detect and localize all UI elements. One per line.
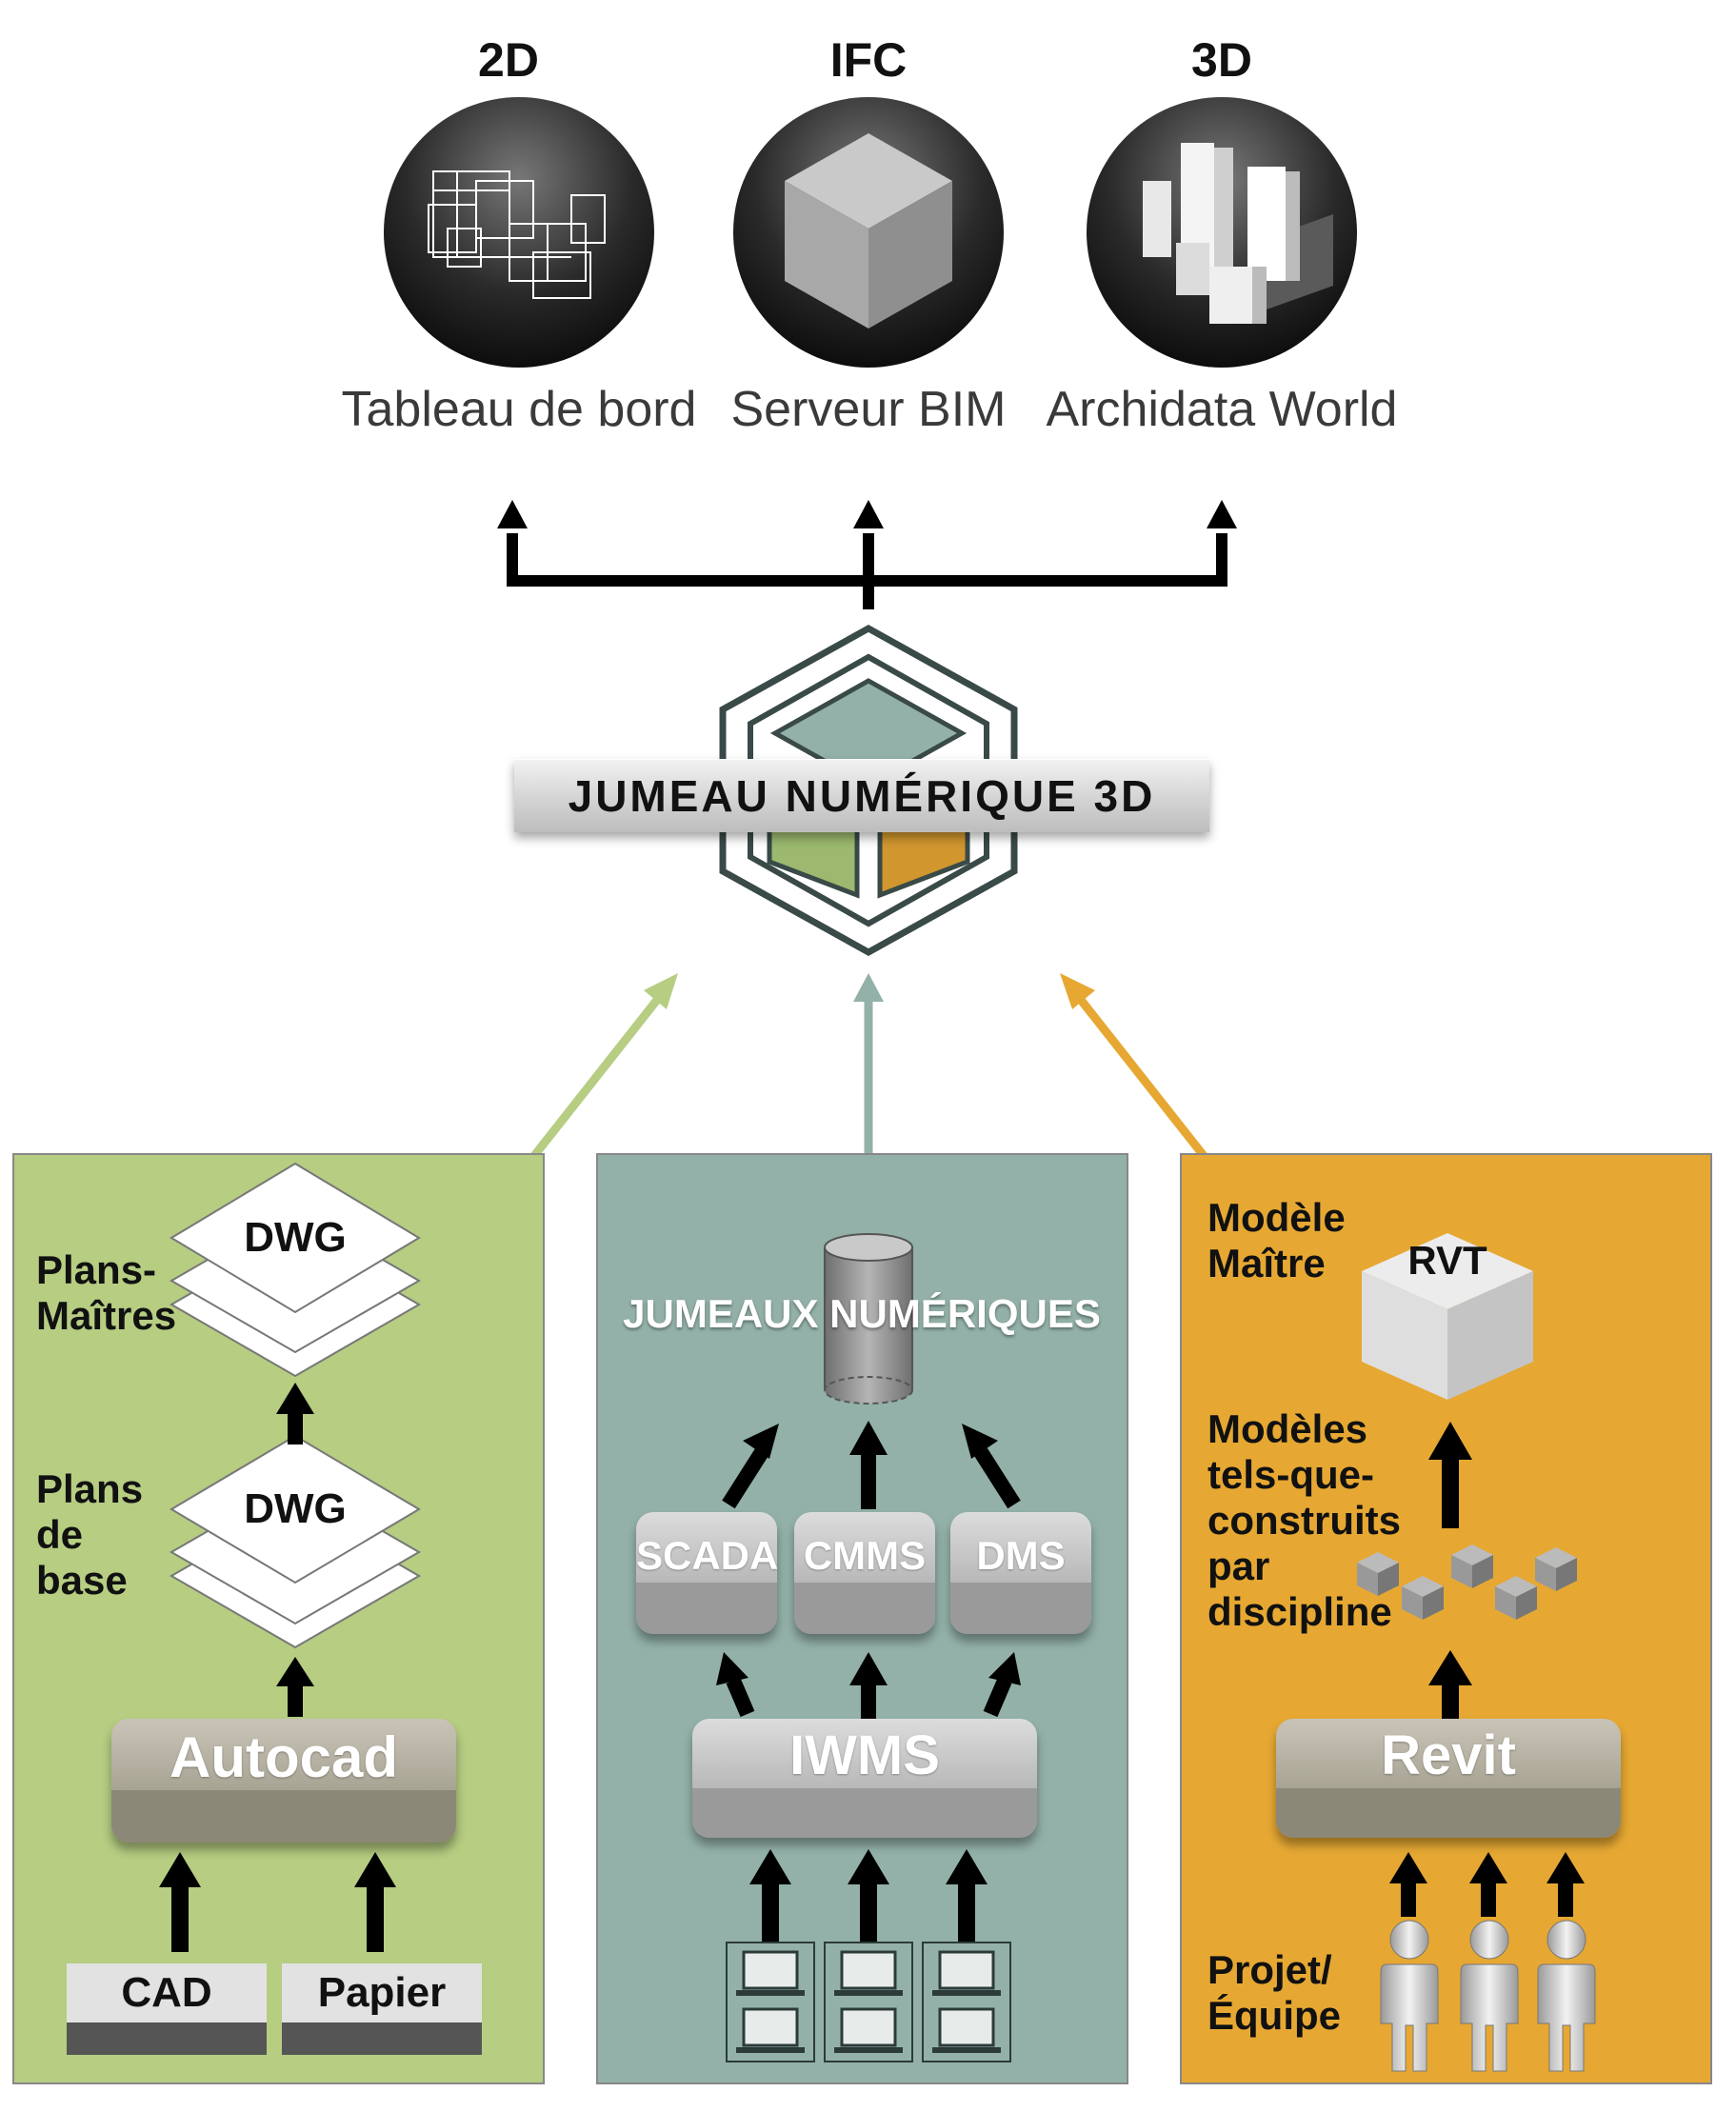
rvt-model-cube — [1362, 1233, 1533, 1400]
modele-maitre-line2: Maître — [1207, 1241, 1326, 1285]
projet-equipe-line1: Projet/ — [1207, 1947, 1332, 1992]
projet-equipe-line2: Équipe — [1207, 1993, 1342, 2038]
output-3d-label: Archidata World — [1046, 382, 1398, 437]
output-2d-circle — [384, 97, 654, 368]
plans-maitres-line2: Maîtres — [36, 1293, 177, 1338]
plans-de-base-label: Plans de base — [36, 1466, 143, 1604]
scada-system: SCADA — [636, 1512, 777, 1634]
plans-maitres-line1: Plans- — [36, 1247, 157, 1292]
autocad-label: Autocad — [170, 1725, 398, 1789]
cmms-system: CMMS — [794, 1512, 935, 1634]
output-ifc-circle — [733, 97, 1004, 368]
output-2d-code: 2D — [478, 33, 539, 87]
dms-label: DMS — [976, 1533, 1066, 1578]
database-label: JUMEAUX NUMÉRIQUES — [623, 1291, 1101, 1336]
cmms-label: CMMS — [803, 1533, 927, 1578]
modeles-line4: par — [1207, 1544, 1270, 1588]
dwg-top-label: DWG — [244, 1214, 347, 1261]
iwms-tool: IWMS — [692, 1719, 1037, 1838]
dwg-stack-mid — [169, 1434, 422, 1649]
modeles-tels-que-construits-label: Modèles tels-que- construits par discipl… — [1207, 1406, 1401, 1635]
source-cad-label: CAD — [67, 1963, 267, 2022]
iwms-label: IWMS — [789, 1724, 940, 1786]
rvt-label: RVT — [1407, 1238, 1487, 1283]
modeles-line3: construits — [1207, 1498, 1402, 1543]
source-papier: Papier — [282, 1963, 482, 2055]
dwg-mid-label: DWG — [244, 1485, 347, 1532]
floor-plan-icon — [428, 170, 606, 299]
computers-icon — [726, 1942, 1011, 2062]
right-arrows — [1389, 1422, 1585, 1917]
plans-de-base-line1: Plans — [36, 1466, 144, 1511]
dwg-stack-top — [169, 1162, 422, 1378]
output-ifc-code: IFC — [829, 33, 908, 87]
modeles-line1: Modèles — [1207, 1406, 1368, 1451]
source-cad: CAD — [67, 1963, 267, 2055]
output-2d-label: Tableau de bord — [341, 382, 697, 437]
modeles-line2: tels-que- — [1207, 1452, 1375, 1497]
person-icon — [1380, 1920, 1596, 2072]
modele-maitre-line1: Modèle — [1207, 1195, 1346, 1240]
digital-twin-title: JUMEAU NUMÉRIQUE 3D — [568, 771, 1156, 821]
output-arrowheads — [497, 500, 1237, 528]
middle-arrows — [716, 1421, 1021, 1943]
plans-maitres-label: Plans- Maîtres — [36, 1247, 176, 1339]
middle-feed-arrow — [853, 973, 884, 1157]
database-icon — [824, 1233, 913, 1405]
left-arrows — [159, 1383, 396, 1952]
dms-system: DMS — [950, 1512, 1091, 1634]
output-arrows — [507, 533, 1227, 609]
discipline-models-icon — [1357, 1544, 1577, 1620]
buildings-icon — [1143, 143, 1333, 324]
modeles-line5: discipline — [1207, 1589, 1392, 1634]
output-3d-circle — [1087, 97, 1357, 368]
output-3d-code: 3D — [1191, 33, 1252, 87]
revit-tool: Revit — [1276, 1719, 1621, 1838]
source-papier-label: Papier — [282, 1963, 482, 2022]
cube-icon — [785, 133, 952, 329]
digital-twin-banner: JUMEAU NUMÉRIQUE 3D — [514, 759, 1209, 832]
modele-maitre-label: Modèle Maître — [1207, 1195, 1346, 1286]
left-feed-arrow — [529, 973, 678, 1160]
revit-label: Revit — [1381, 1724, 1516, 1786]
plans-de-base-line2: de — [36, 1512, 84, 1557]
plans-de-base-line3: base — [36, 1558, 128, 1603]
autocad-tool: Autocad — [111, 1719, 456, 1843]
right-feed-arrow — [1060, 973, 1208, 1160]
projet-equipe-label: Projet/ Équipe — [1207, 1947, 1341, 2039]
scada-label: SCADA — [636, 1533, 777, 1578]
output-ifc-label: Serveur BIM — [730, 382, 1007, 437]
